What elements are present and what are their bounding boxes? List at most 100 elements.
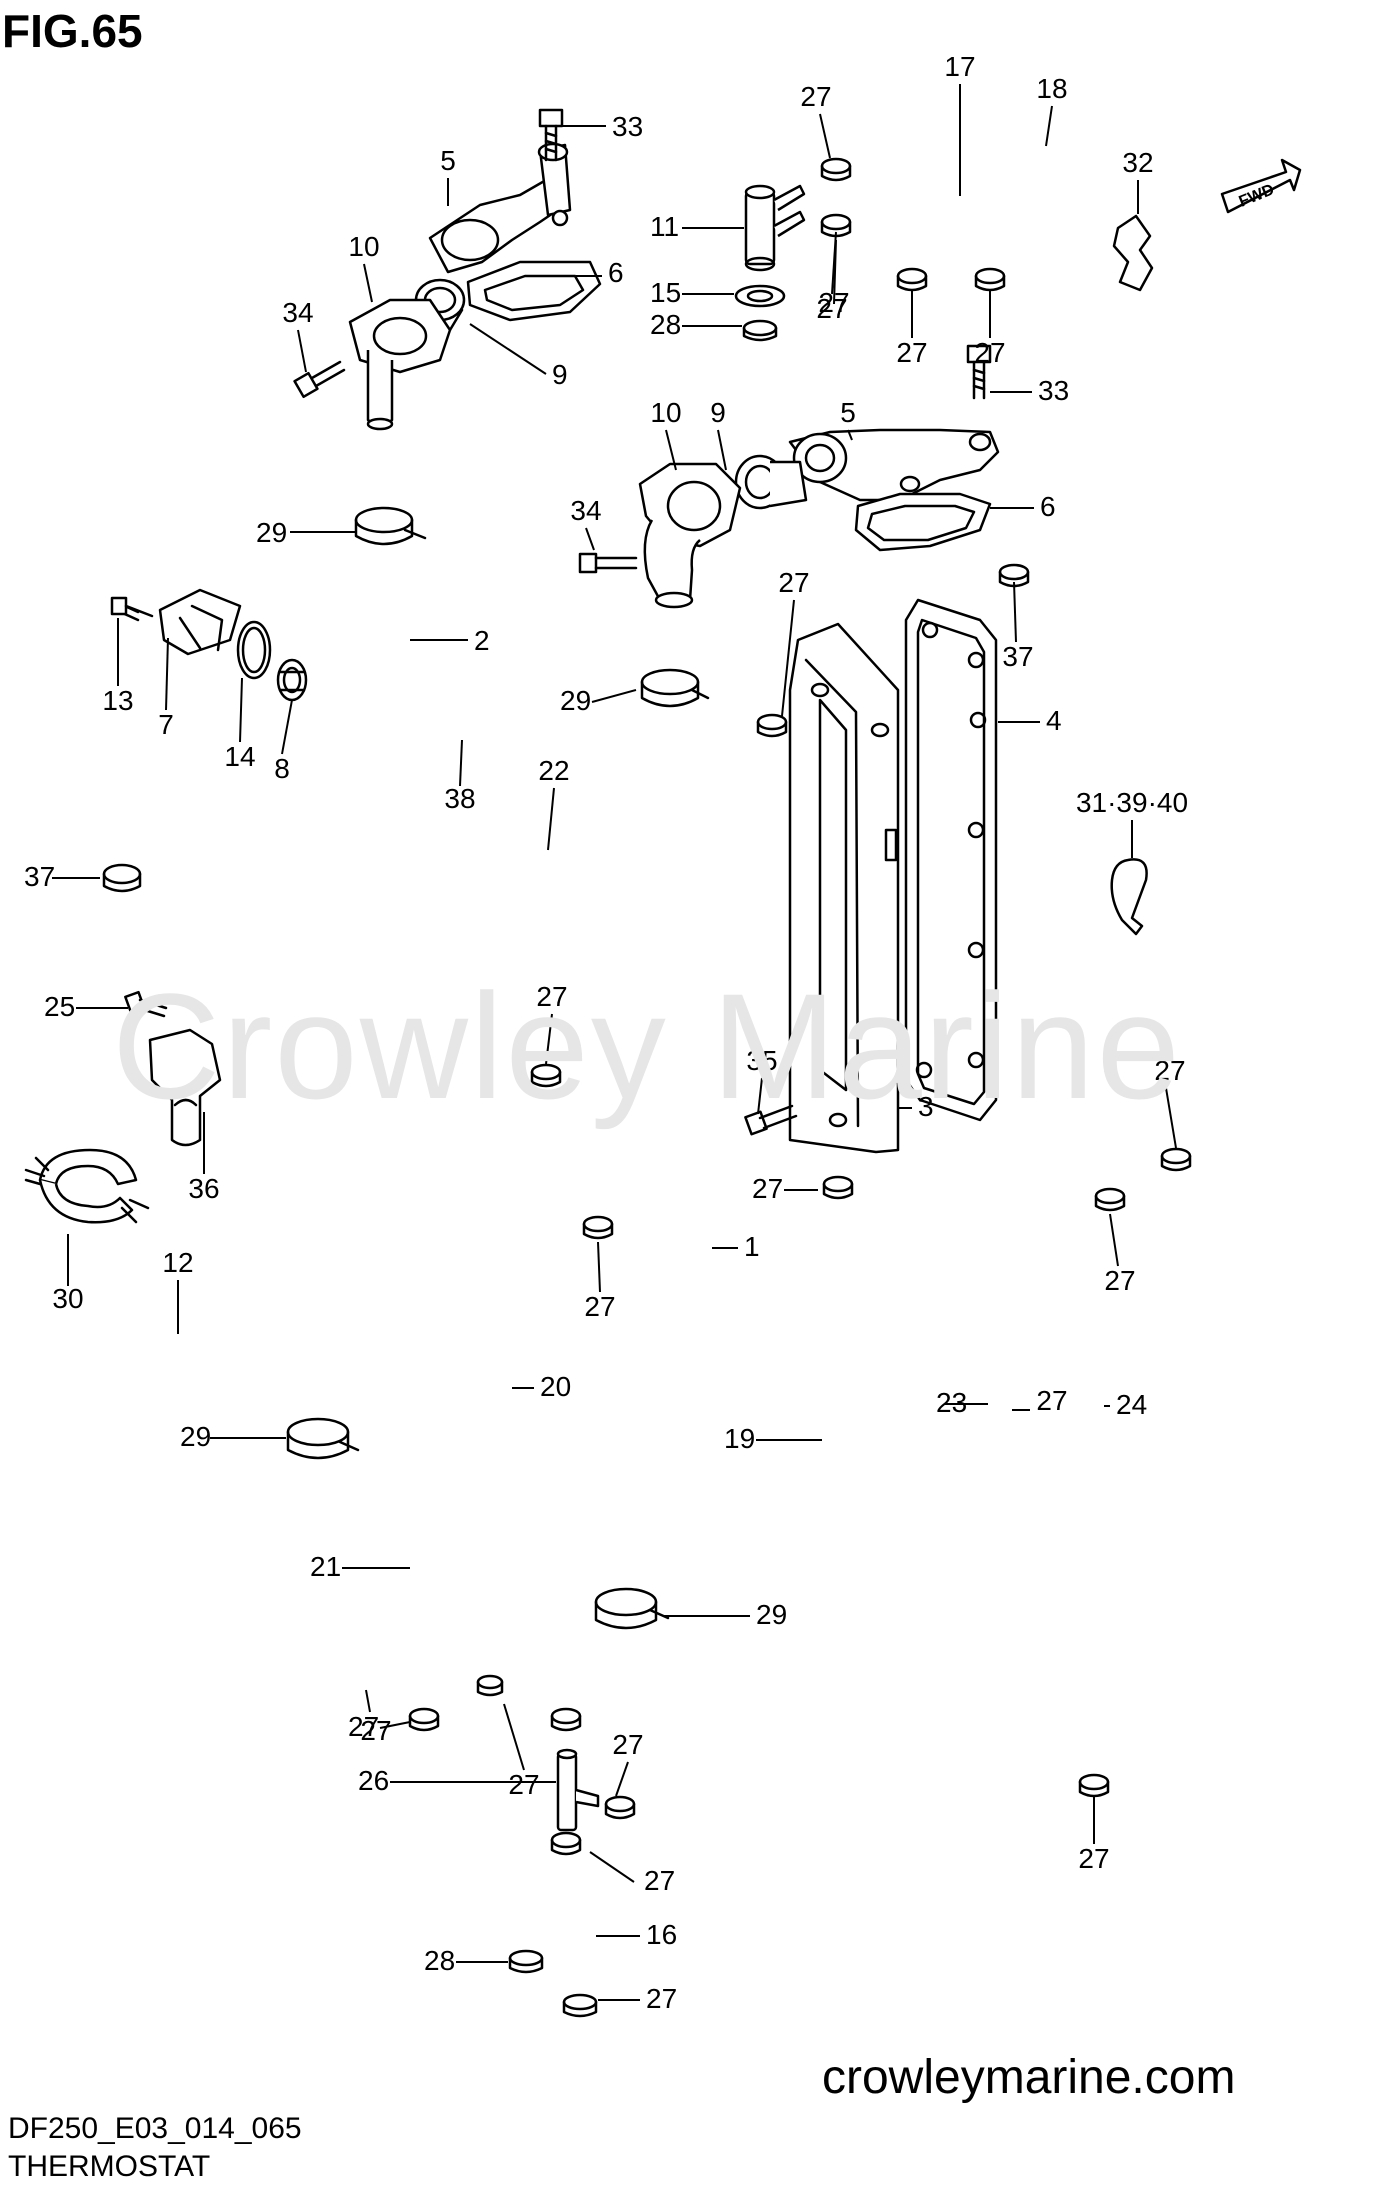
clamp-27-low-e (550, 1831, 582, 1856)
clamp-27-upper-a (820, 157, 852, 182)
part-callout-label: 27 (536, 981, 567, 1012)
figure-title: FIG.65 (2, 5, 143, 57)
part-callout-label: 20 (540, 1371, 571, 1402)
part-callout-label: 2 (474, 625, 490, 656)
part-callout-label: 8 (274, 753, 290, 784)
part-callout-label: 13 (102, 685, 133, 716)
part-callout-label: 14 (224, 741, 255, 772)
hose-body-19 (893, 1131, 1075, 1775)
part-callout-label: 7 (158, 709, 174, 740)
hose-body-17 (10, 1284, 546, 1946)
part-callout-label: 28 (650, 309, 681, 340)
part-callout-label: 36 (188, 1173, 219, 1204)
clamp-29-c (594, 1587, 670, 1630)
part-callout-label: 37 (1002, 641, 1033, 672)
clamp-28-upper (742, 319, 778, 342)
part-callout-label: 11 (650, 211, 679, 242)
callout-leader-line (833, 239, 837, 305)
callout-leader-line (239, 677, 243, 743)
washer-15 (734, 284, 786, 308)
clamp-29-d (640, 668, 710, 708)
callout-leader-line (615, 1761, 629, 1797)
part-callout-label: 27 (584, 1291, 615, 1322)
part-callout-label: 32 (1122, 147, 1153, 178)
part-callout-label: 23 (936, 1387, 967, 1418)
part-callout-label: 27 (896, 337, 927, 368)
hose-outline-18 (638, 1228, 923, 1848)
clamp-27-mid-b (530, 1063, 562, 1088)
part-callout-label: 10 (650, 397, 681, 428)
callout-leader-line (363, 263, 373, 303)
part-callout-label: 27 (360, 1715, 391, 1746)
callout-leader-line (281, 699, 293, 755)
part-callout-label: 31·39·40 (1076, 787, 1188, 818)
bolt-34-right (578, 552, 638, 574)
clip-31-39-40 (1110, 858, 1148, 936)
part-callout-label: 27 (644, 1865, 675, 1896)
callout-leader-line (1045, 105, 1053, 147)
part-callout-label: 27 (1036, 1385, 1067, 1416)
part-callout-label: 27 (818, 287, 849, 318)
callout-leader-line (545, 1013, 553, 1065)
part-callout-label: 34 (282, 297, 313, 328)
part-callout-label: 27 (974, 337, 1005, 368)
part-callout-label: 27 (508, 1769, 539, 1800)
part-callout-label: 25 (44, 991, 75, 1022)
thermostat-housing-10-right (638, 462, 742, 609)
clamp-30 (24, 1148, 150, 1224)
part-callout-label: 27 (1078, 1843, 1109, 1874)
hose-body-10 (476, 1219, 603, 1703)
part-callout-label: 19 (724, 1423, 755, 1454)
gasket-6-upper-left (466, 260, 602, 322)
part-callout-label: 18 (1036, 73, 1067, 104)
part-callout-label: 27 (1154, 1055, 1185, 1086)
thermostat-9-right (734, 454, 808, 510)
clamp-27-low-f (562, 1993, 598, 2018)
callout-leader-line (297, 329, 307, 373)
part-callout-label: 27 (800, 81, 831, 112)
callout-leader-line (781, 599, 795, 717)
part-callout-label: 15 (650, 277, 681, 308)
part-callout-label: 29 (180, 1421, 211, 1452)
clamp-27-mid-c (582, 1215, 614, 1240)
clamp-29-a (354, 506, 427, 546)
part-callout-label: 27 (816, 293, 847, 324)
callout-leader-line (1109, 1213, 1119, 1267)
diagram-caption: THERMOSTAT (8, 2150, 211, 2183)
part-callout-label: 1 (744, 1231, 760, 1262)
clamp-29-b (286, 1417, 360, 1460)
callout-leader-line (665, 429, 677, 471)
part-callout-label: 16 (646, 1919, 677, 1950)
part-callout-label: 24 (1116, 1389, 1147, 1420)
clamp-27-low-c (550, 1707, 582, 1732)
part-callout-label: 27 (752, 1173, 783, 1204)
hose-group (10, 98, 1350, 1972)
gasket-6-right (854, 492, 992, 552)
part-callout-label: 10 (348, 231, 379, 262)
part-callout-label: 33 (1038, 375, 1069, 406)
clamp-27-mid-a (756, 713, 788, 738)
part-callout-label: 27 (778, 567, 809, 598)
clamp-27-mid-d (822, 1175, 854, 1200)
website-text: crowleymarine.com (822, 2051, 1236, 2104)
water-pressure-valve-group (110, 588, 308, 702)
callout-leader-line (819, 113, 831, 159)
hose-body-7 (946, 98, 1117, 269)
fwd-direction-arrow: FWD (1220, 158, 1302, 214)
part-callout-label: 17 (944, 51, 975, 82)
callout-leader-line (585, 527, 595, 551)
callout-leader-line (757, 1077, 763, 1115)
bracket-36 (148, 1028, 222, 1147)
clamp-37-left (102, 863, 142, 893)
part-callout-label: 34 (570, 495, 601, 526)
thermostat-housing-10-upper-left (348, 298, 452, 431)
clip-32 (1112, 214, 1154, 292)
callout-leader-line (459, 739, 463, 787)
tee-fitting-11 (744, 184, 806, 272)
hose-body-21 (1052, 950, 1295, 1875)
part-callout-label: 28 (424, 1945, 455, 1976)
part-callout-label: 29 (560, 685, 591, 716)
part-callout-label: 3 (918, 1091, 934, 1122)
